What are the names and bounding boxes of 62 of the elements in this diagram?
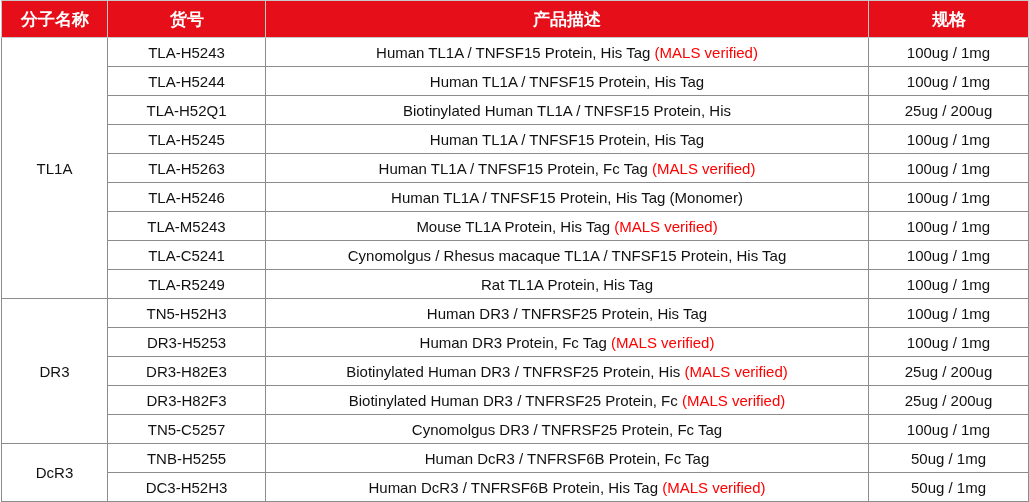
catalog-number: TLA-H5243 bbox=[148, 43, 225, 61]
verification-note: (MALS verified) bbox=[662, 478, 766, 496]
catalog-number: TLA-H5263 bbox=[148, 159, 225, 177]
package-size: 100ug / 1mg bbox=[906, 420, 991, 438]
product-description: Human TL1A / TNFSF15 Protein, His Tag bbox=[376, 43, 651, 61]
product-description: Human DcR3 / TNFRSF6B Protein, His Tag bbox=[368, 478, 658, 496]
package-size: 100ug / 1mg bbox=[906, 333, 991, 351]
product-description: Human TL1A / TNFSF15 Protein, His Tag (Monomer) bbox=[391, 188, 743, 206]
catalog-number: TLA-H5245 bbox=[148, 130, 225, 148]
package-size: 50ug / 1mg bbox=[910, 478, 987, 496]
verification-note: (MALS verified) bbox=[614, 217, 718, 235]
package-size: 100ug / 1mg bbox=[906, 72, 991, 90]
product-description: Human DcR3 / TNFRSF6B Protein, Fc Tag bbox=[424, 449, 710, 467]
product-description: Mouse TL1A Protein, His Tag bbox=[416, 217, 611, 235]
column-header: 产品描述 bbox=[265, 0, 869, 38]
catalog-number: TLA-C5241 bbox=[148, 246, 225, 264]
package-size: 100ug / 1mg bbox=[906, 246, 991, 264]
column-header: 规格 bbox=[868, 0, 1029, 38]
package-size: 100ug / 1mg bbox=[906, 43, 991, 61]
verification-note: (MALS verified) bbox=[652, 159, 756, 177]
package-size: 100ug / 1mg bbox=[906, 159, 991, 177]
product-description: Biotinylated Human DR3 / TNFRSF25 Protein, Fc bbox=[348, 391, 678, 409]
package-size: 25ug / 200ug bbox=[904, 391, 993, 409]
catalog-number: TLA-R5249 bbox=[148, 275, 225, 293]
product-description: Biotinylated Human TL1A / TNFSF15 Protein, His bbox=[403, 101, 731, 119]
product-description: Cynomolgus DR3 / TNFRSF25 Protein, Fc Tag bbox=[411, 420, 723, 438]
product-description: Human TL1A / TNFSF15 Protein, Fc Tag bbox=[378, 159, 648, 177]
package-size: 100ug / 1mg bbox=[906, 188, 991, 206]
verification-note: (MALS verified) bbox=[611, 333, 715, 351]
product-description: Human TL1A / TNFSF15 Protein, His Tag bbox=[429, 72, 705, 90]
product-description: Human TL1A / TNFSF15 Protein, His Tag bbox=[429, 130, 705, 148]
package-size: 100ug / 1mg bbox=[906, 217, 991, 235]
catalog-number: TLA-H52Q1 bbox=[146, 101, 227, 119]
package-size: 50ug / 1mg bbox=[910, 449, 987, 467]
verification-note: (MALS verified) bbox=[681, 391, 786, 409]
package-size: 100ug / 1mg bbox=[906, 304, 991, 322]
product-description: Human DR3 Protein, Fc Tag bbox=[419, 333, 607, 351]
catalog-number: DR3-H82F3 bbox=[146, 391, 227, 409]
catalog-number: TLA-H5244 bbox=[148, 72, 225, 90]
column-header: 分子名称 bbox=[1, 0, 108, 38]
verification-note: (MALS verified) bbox=[684, 362, 788, 380]
catalog-number: DC3-H52H3 bbox=[145, 478, 228, 496]
product-description: Biotinylated Human DR3 / TNFRSF25 Protein, His bbox=[346, 362, 681, 380]
package-size: 25ug / 200ug bbox=[904, 101, 993, 119]
molecule-name: DR3 bbox=[39, 362, 70, 380]
catalog-number: DR3-H5253 bbox=[146, 333, 227, 351]
product-description: Cynomolgus / Rhesus macaque TL1A / TNFSF15 Protein, His Tag bbox=[347, 246, 787, 264]
package-size: 100ug / 1mg bbox=[906, 130, 991, 148]
verification-note: (MALS verified) bbox=[654, 43, 758, 61]
product-description: Human DR3 / TNFRSF25 Protein, His Tag bbox=[426, 304, 708, 322]
catalog-number: DR3-H82E3 bbox=[146, 362, 227, 380]
molecule-name: DcR3 bbox=[35, 464, 74, 481]
catalog-number: TLA-M5243 bbox=[147, 217, 226, 235]
molecule-name: TL1A bbox=[36, 159, 73, 177]
package-size: 25ug / 200ug bbox=[904, 362, 993, 380]
product-description: Rat TL1A Protein, His Tag bbox=[480, 275, 653, 293]
column-header: 货号 bbox=[107, 0, 266, 38]
catalog-number: TNB-H5255 bbox=[146, 449, 227, 467]
package-size: 100ug / 1mg bbox=[906, 275, 991, 293]
catalog-number: TLA-H5246 bbox=[148, 188, 225, 206]
catalog-number: TN5-H52H3 bbox=[146, 304, 227, 322]
catalog-number: TN5-C5257 bbox=[147, 420, 226, 438]
